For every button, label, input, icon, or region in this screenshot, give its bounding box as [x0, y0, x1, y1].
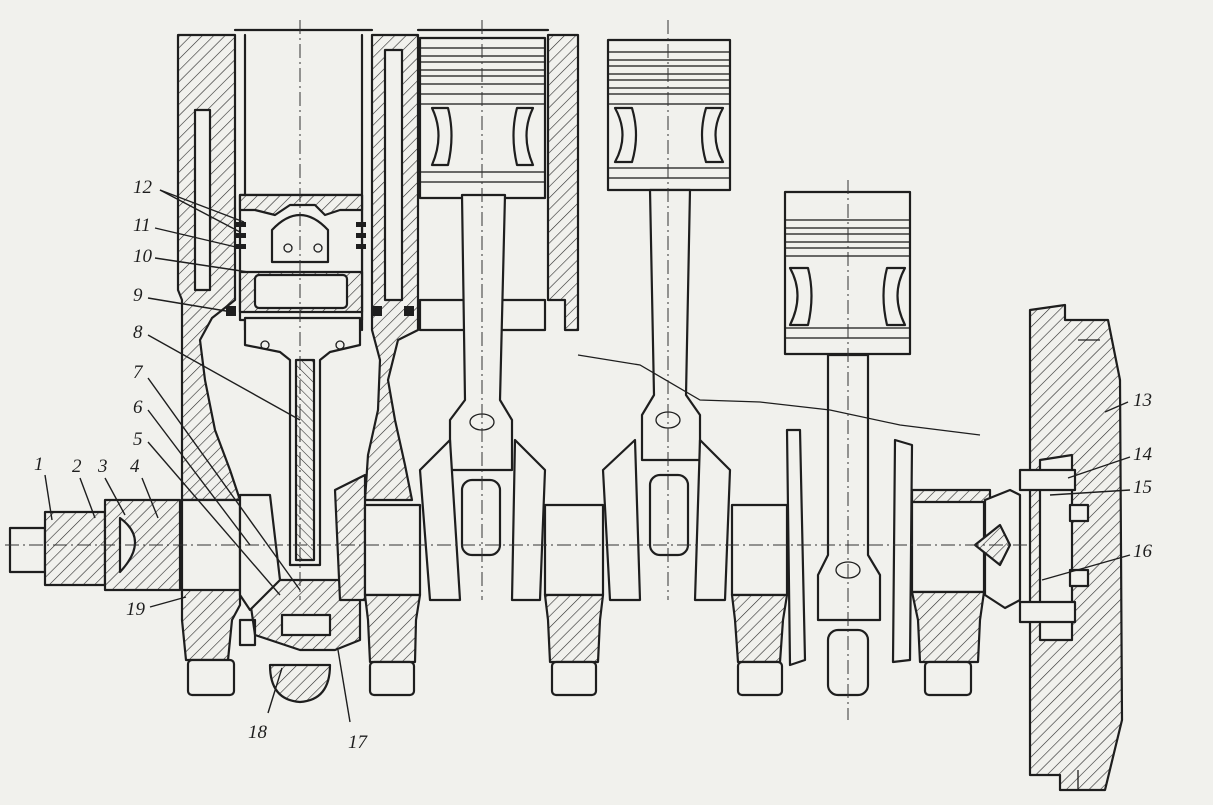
label-10: 10	[133, 246, 153, 267]
label-2: 2	[72, 456, 82, 477]
label-6: 6	[133, 397, 143, 418]
label-8: 8	[133, 322, 143, 343]
label-19: 19	[126, 599, 146, 620]
crankshaft	[5, 354, 1040, 697]
label-16: 16	[1133, 541, 1153, 562]
label-1: 1	[34, 454, 44, 475]
label-3: 3	[97, 456, 108, 477]
piston-1-section	[226, 193, 414, 322]
piston-3	[606, 38, 732, 192]
label-5: 5	[133, 429, 143, 450]
connecting-rod-4	[816, 353, 882, 697]
callout-labels: 1 2 3 4 5 6 7 8 9 10 11 12 13 14 15 16 1…	[34, 177, 1153, 753]
label-15: 15	[1133, 477, 1152, 498]
center-lines	[299, 20, 849, 720]
leader-lines	[44, 189, 1131, 723]
connecting-rod-3	[640, 188, 702, 557]
flywheel	[1018, 303, 1124, 792]
label-7: 7	[133, 362, 144, 383]
cylinder-block	[176, 28, 580, 502]
label-4: 4	[130, 456, 140, 477]
label-14: 14	[1133, 444, 1153, 465]
label-18: 18	[248, 722, 268, 743]
piston-pin	[253, 273, 349, 310]
label-17: 17	[348, 732, 369, 753]
label-13: 13	[1133, 390, 1152, 411]
label-9: 9	[133, 285, 143, 306]
connecting-rod-2	[448, 193, 514, 557]
label-12: 12	[133, 177, 153, 198]
label-11: 11	[133, 215, 151, 236]
